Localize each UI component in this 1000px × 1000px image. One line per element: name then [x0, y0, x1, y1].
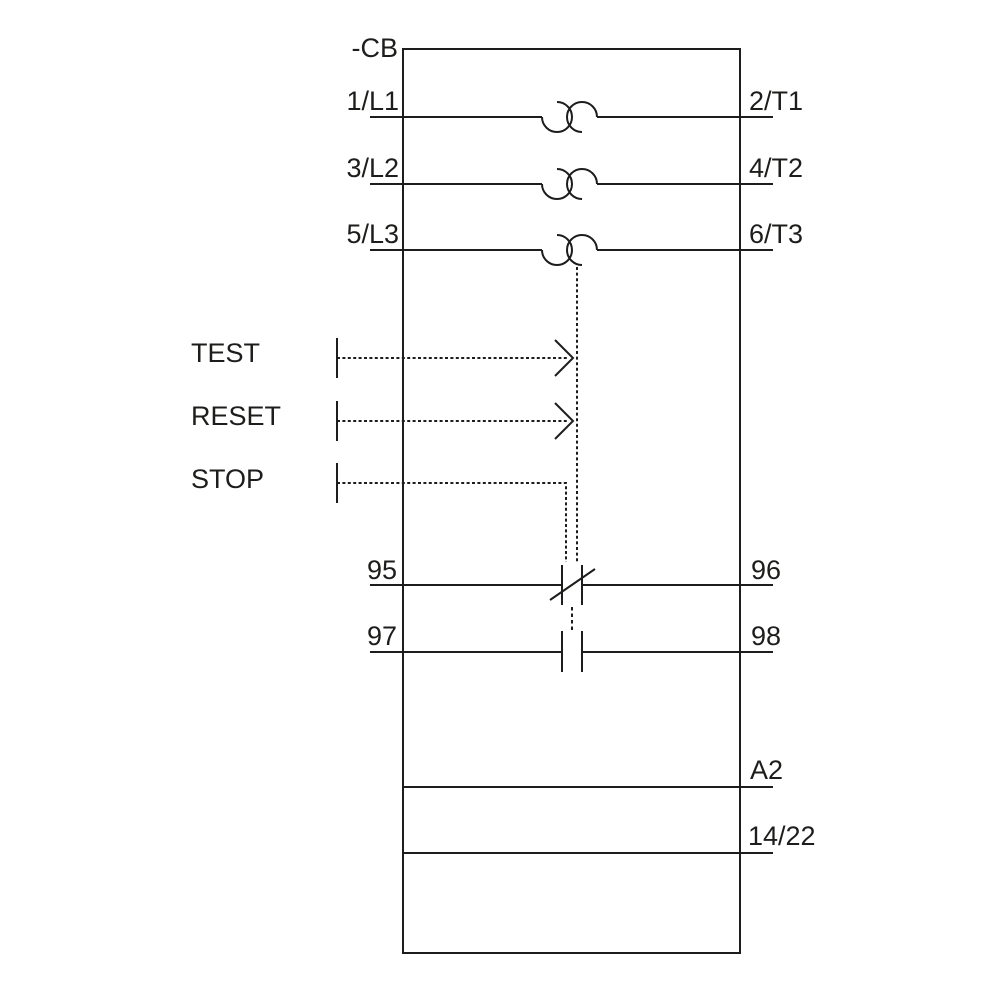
- terminal-label-6T3: 6/T3: [749, 219, 803, 249]
- terminal-label-4T2: 4/T2: [749, 153, 803, 183]
- pole-3-thermal-element-icon: [541, 234, 598, 266]
- reset-label: RESET: [191, 401, 281, 431]
- device-outline: [402, 48, 741, 954]
- stop-actuator: [336, 463, 567, 562]
- contact-95-96-slash: [549, 568, 596, 601]
- terminal-label-98: 98: [751, 621, 781, 651]
- test-actuator: [336, 338, 575, 378]
- terminal-label-95: 95: [367, 555, 397, 585]
- terminal-label-96: 96: [751, 555, 781, 585]
- test-label: TEST: [191, 338, 260, 368]
- test-arrowhead-icon: [554, 339, 575, 377]
- pole-2-thermal-element-icon: [541, 168, 598, 200]
- terminal-label-A2: A2: [750, 755, 783, 785]
- terminal-label-97: 97: [367, 621, 397, 651]
- stop-action-dashed-line: [337, 482, 567, 562]
- power-pole-2: [370, 168, 773, 200]
- terminal-label-5L3: 5/L3: [346, 219, 399, 249]
- stop-label: STOP: [191, 464, 264, 494]
- pole-1-thermal-element-icon: [541, 101, 598, 133]
- terminal-label-1L1: 1/L1: [346, 86, 399, 116]
- reset-arrowhead-icon: [554, 402, 575, 440]
- contact-97-98-contact-bars: [561, 631, 583, 672]
- reset-actuator: [336, 401, 575, 441]
- terminal-label-3L2: 3/L2: [346, 153, 399, 183]
- power-pole-3: [370, 234, 773, 266]
- aux-contact-97-98: [370, 631, 773, 672]
- terminal-label-2T1: 2/T1: [749, 86, 803, 116]
- device-designation-label: -CB: [352, 33, 399, 63]
- power-pole-1: [370, 101, 773, 133]
- terminal-label-14-22: 14/22: [748, 821, 816, 851]
- contact-95-96-contact-bars: [561, 565, 583, 605]
- aux-contact-95-96: [370, 565, 773, 605]
